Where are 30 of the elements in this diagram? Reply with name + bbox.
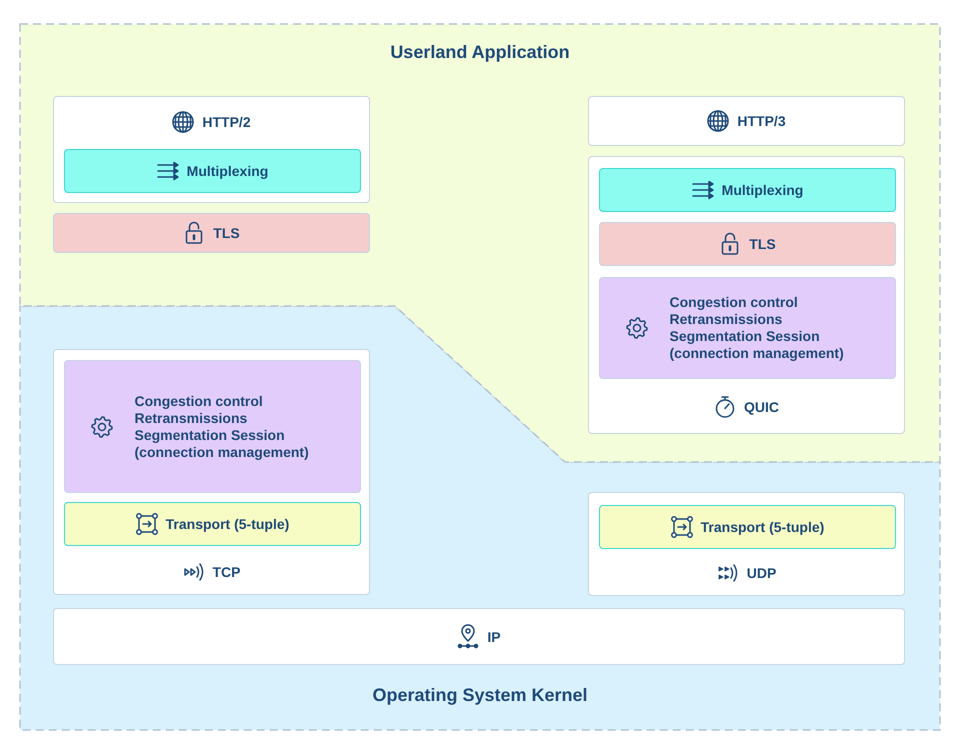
layer-label: TLS <box>749 236 776 252</box>
layer-label: Transport (5-tuple) <box>166 516 290 532</box>
protocol-box <box>53 608 905 665</box>
layer-label: UDP <box>746 565 776 581</box>
region-title: Userland Application <box>390 42 570 63</box>
layer-label: TCP <box>212 564 240 580</box>
protocol-box <box>588 96 905 146</box>
protocol-box <box>53 349 370 595</box>
layer-label: QUIC <box>744 399 779 415</box>
protocol-box <box>53 96 370 203</box>
layer-label: Congestion control Retransmissions Segmentation Session (connection management) <box>670 294 845 362</box>
layer-label: IP <box>487 628 501 644</box>
layer-label: HTTP/3 <box>737 113 786 129</box>
layer-box <box>64 502 361 546</box>
layer-label: Congestion control Retransmissions Segmentation Session (connection management) <box>134 392 310 460</box>
layer-box <box>599 222 896 266</box>
layer-box <box>599 277 896 379</box>
layer-box <box>64 149 361 193</box>
region-title: Operating System Kernel <box>372 685 588 706</box>
layer-label: HTTP/2 <box>202 114 251 130</box>
layer-label: Transport (5-tuple) <box>700 519 824 535</box>
layer-box <box>64 360 361 493</box>
layer-label: TLS <box>213 225 240 241</box>
layer-box <box>599 168 896 212</box>
layer-box <box>53 213 370 253</box>
protocol-box <box>588 156 905 434</box>
layer-box <box>599 505 896 549</box>
layer-label: Multiplexing <box>186 163 268 179</box>
protocol-box <box>588 492 905 596</box>
layer-label: Multiplexing <box>722 182 804 198</box>
